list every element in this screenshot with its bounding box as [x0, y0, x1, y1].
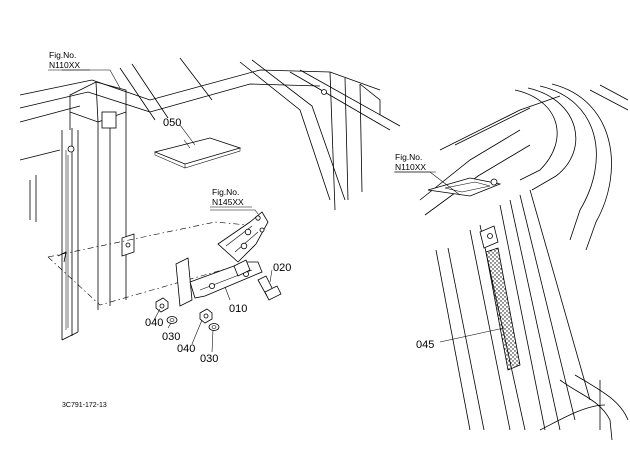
- part-label-040-a: 040: [145, 317, 163, 329]
- fig-ref-number: N110XX: [395, 162, 426, 172]
- part-045-seal: [485, 247, 521, 371]
- part-010-hinge: [175, 211, 269, 307]
- part-label-040-b: 040: [177, 343, 195, 355]
- part-label-020: 020: [273, 262, 291, 274]
- figure-reference-right: Fig.No. N110XX: [394, 152, 436, 173]
- part-label-050: 050: [163, 117, 181, 129]
- figure-reference-hinge: Fig.No. N145XX: [210, 187, 252, 208]
- part-label-010: 010: [229, 303, 247, 315]
- fig-ref-label: Fig.No.: [212, 187, 239, 197]
- right-cab-frame: [419, 83, 629, 441]
- part-020-bolt: [257, 275, 282, 301]
- drawing-code: 3C791-172-13: [62, 402, 107, 409]
- fig-ref-number: N110XX: [49, 60, 80, 70]
- leader-lines: [62, 69, 505, 353]
- part-label-030-a: 030: [162, 331, 180, 343]
- fig-ref-label: Fig.No.: [49, 50, 76, 60]
- fig-ref-number: N145XX: [212, 197, 244, 207]
- parts-030-040-fasteners: [155, 297, 220, 331]
- part-label-030-b: 030: [200, 353, 218, 365]
- left-cab-frame: [19, 57, 401, 341]
- part-050-manual: [153, 137, 242, 169]
- part-label-045: 045: [416, 339, 434, 351]
- fig-ref-label: Fig.No.: [395, 152, 422, 162]
- figure-reference-top-left: Fig.No. N110XX: [48, 50, 90, 71]
